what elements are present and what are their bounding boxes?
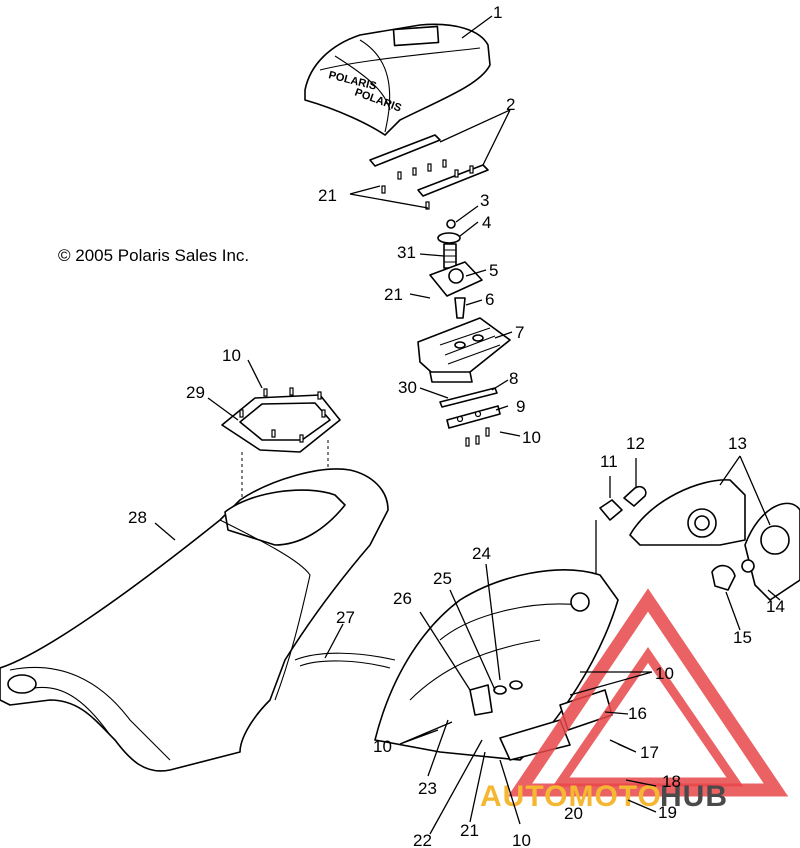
callout-21-top: 21	[318, 186, 337, 205]
callout-21-mid: 21	[384, 285, 403, 304]
callout-27: 27	[336, 608, 355, 627]
callout-31: 31	[397, 243, 416, 262]
watermark-inner-triangle-icon	[552, 647, 744, 787]
callout-16: 16	[628, 704, 647, 723]
part-28-seat	[0, 468, 389, 772]
callout-30: 30	[398, 378, 417, 397]
callout-3: 3	[480, 191, 489, 210]
callout-18: 18	[662, 772, 681, 791]
callout-22: 22	[413, 831, 432, 848]
callout-19: 19	[658, 803, 677, 822]
callout-2: 2	[506, 95, 515, 114]
callout-9: 9	[516, 397, 525, 416]
callout-4: 4	[482, 213, 491, 232]
callout-6: 6	[485, 290, 494, 309]
watermark-text-part1: AUTOMOTO	[480, 780, 662, 813]
callout-1: 1	[493, 3, 502, 22]
part-27-cable	[294, 652, 396, 661]
part-20-fender	[374, 569, 619, 761]
callout-7: 7	[515, 323, 524, 342]
callout-8: 8	[509, 369, 518, 388]
callout-12: 12	[626, 434, 645, 453]
part-13-tail-light	[629, 479, 800, 601]
callout-5: 5	[489, 261, 498, 280]
callout-29: 29	[186, 383, 205, 402]
part-1-cowl: POLARIS POLARIS	[304, 23, 491, 136]
callout-26: 26	[393, 589, 412, 608]
part-14-15	[711, 559, 755, 591]
callout-10-d: 10	[373, 737, 392, 756]
callouts: 1 2 21 3 4 31 5 21 6 7 30 8 9 10 10 29 2…	[128, 3, 785, 848]
callout-28: 28	[128, 508, 147, 527]
leader-lines	[154, 15, 781, 835]
copyright-text: © 2005 Polaris Sales Inc.	[58, 246, 249, 265]
callout-25: 25	[433, 569, 452, 588]
part-27-cable-2	[299, 660, 391, 669]
watermark-text-part2: HUB	[660, 780, 728, 813]
callout-13: 13	[728, 434, 747, 453]
callout-23: 23	[418, 779, 437, 798]
part-8-9-30	[439, 387, 501, 447]
callout-15: 15	[733, 628, 752, 647]
watermark-triangle-icon	[507, 588, 789, 797]
callout-11: 11	[600, 452, 618, 471]
callout-10-a: 10	[522, 428, 541, 447]
callout-10-b: 10	[222, 346, 241, 365]
callout-20: 20	[564, 804, 583, 823]
callout-10-c: 10	[655, 664, 674, 683]
callout-14: 14	[766, 597, 785, 616]
callout-17: 17	[640, 743, 659, 762]
watermark: AUTOMOTO HUB	[480, 588, 789, 813]
part-3-6-mount	[429, 219, 483, 319]
callout-24: 24	[472, 544, 491, 563]
part-29-frame	[221, 387, 341, 453]
callout-10-e: 10	[512, 831, 531, 848]
part-2-strips	[369, 134, 489, 210]
part-7-bracket	[417, 317, 511, 383]
callout-21-bottom: 21	[460, 821, 479, 840]
